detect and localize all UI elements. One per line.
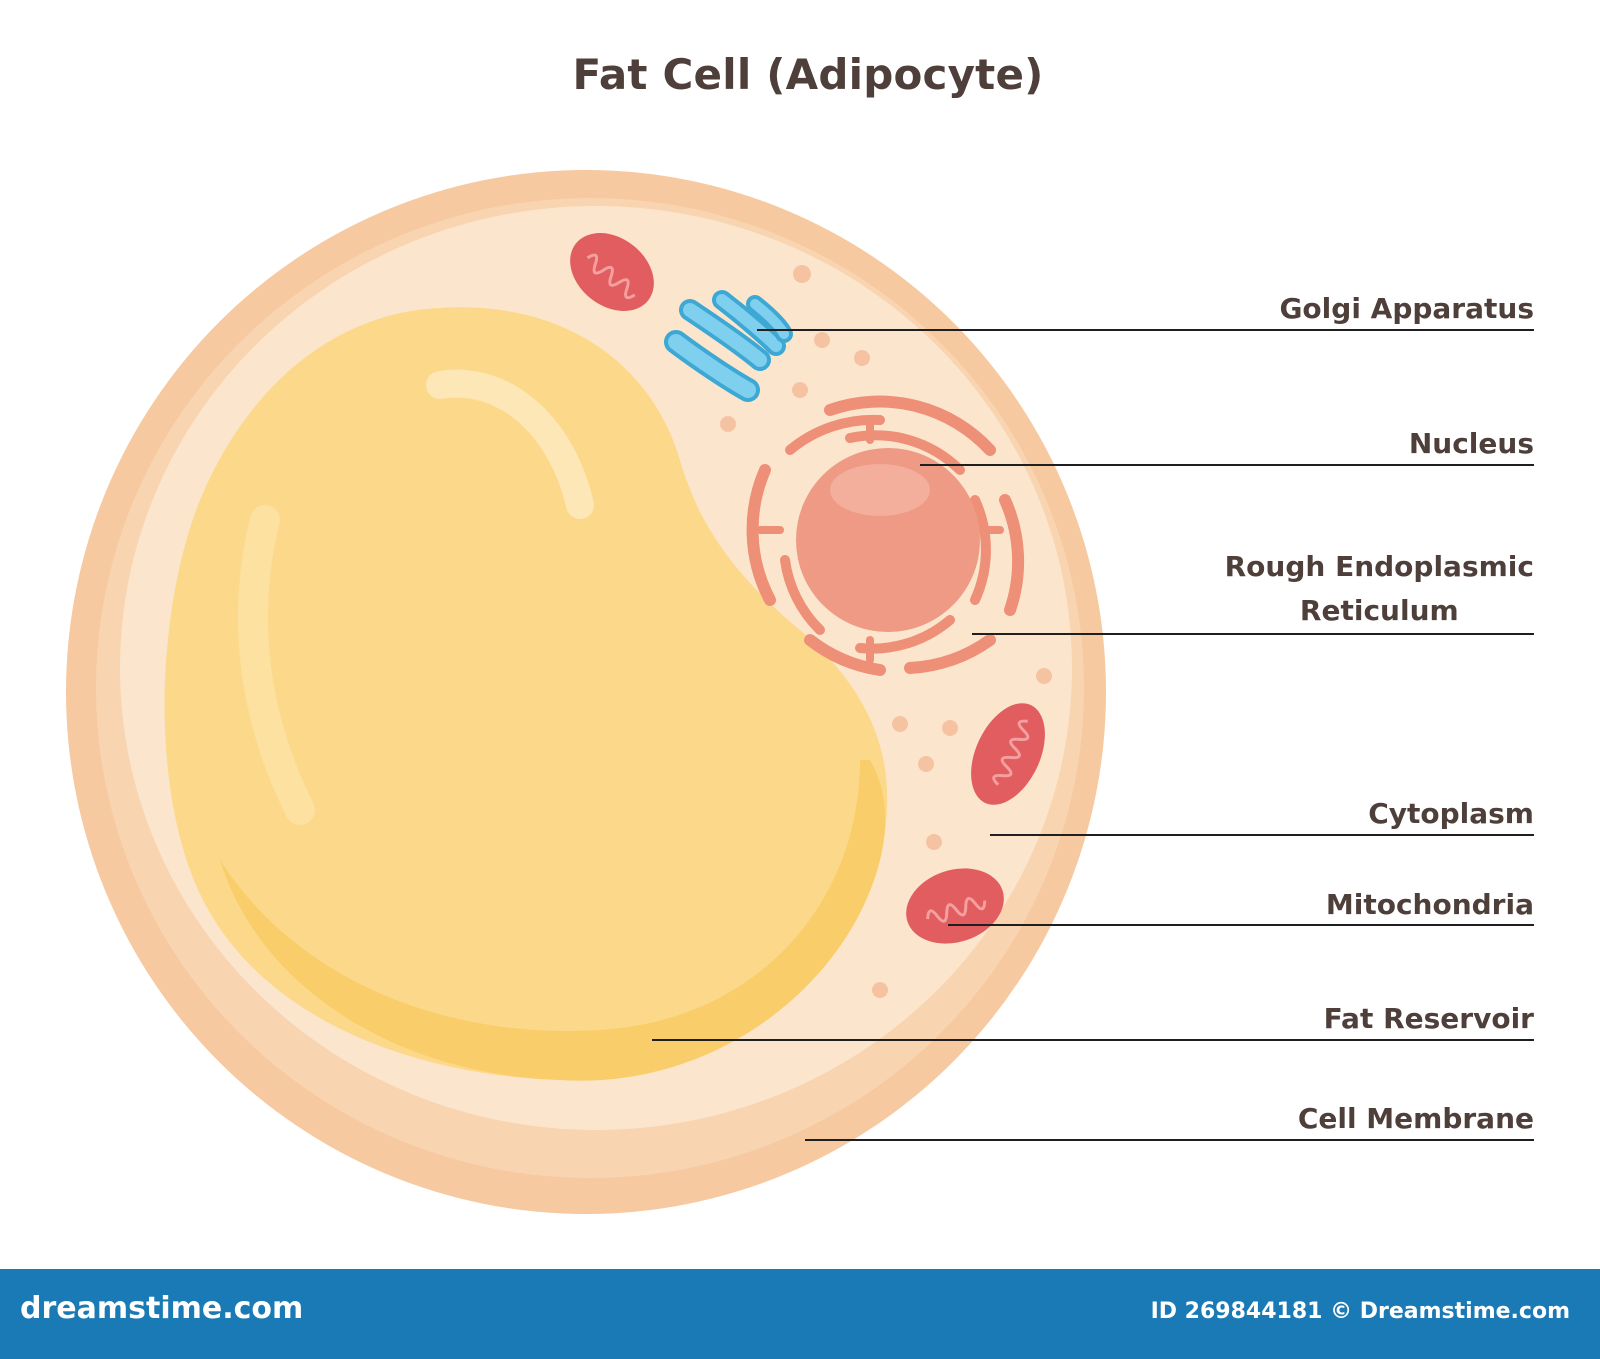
fat-reservoir-highlight-2 [237, 505, 315, 825]
label-rough-er: Rough Endoplasmic Reticulum [1225, 544, 1534, 634]
fat-reservoir-shadow [220, 760, 886, 1081]
footer-bar: dreamstime.com ID 269844181 © Dreamstime… [0, 1269, 1600, 1359]
label-mitochondria: Mitochondria [1325, 888, 1534, 921]
label-cell-membrane: Cell Membrane [1297, 1102, 1534, 1135]
footer-credit: ID 269844181 © Dreamstime.com [1150, 1299, 1570, 1324]
fat-cell-diagram [66, 170, 1534, 1214]
label-rough-er-line2: Reticulum [1299, 594, 1459, 627]
label-cytoplasm: Cytoplasm [1368, 797, 1534, 830]
nucleus-highlight [830, 464, 930, 516]
leader-lines [652, 329, 1534, 1141]
mitochondrion-middle [971, 703, 1045, 805]
cytoplasm-granules [720, 265, 1052, 998]
label-golgi-apparatus: Golgi Apparatus [1279, 292, 1534, 325]
golgi-apparatus [664, 290, 793, 402]
page-title: Fat Cell (Adipocyte) [572, 50, 1044, 99]
label-rough-er-line1: Rough Endoplasmic [1224, 550, 1534, 583]
label-fat-reservoir: Fat Reservoir [1323, 1002, 1534, 1035]
label-nucleus: Nucleus [1408, 427, 1534, 460]
fat-reservoir [164, 307, 888, 1081]
mitochondrion-top [570, 233, 654, 311]
rough-endoplasmic-reticulum [746, 395, 1025, 676]
fat-reservoir-highlight [426, 369, 594, 519]
footer-site-logo[interactable]: dreamstime.com [20, 1291, 304, 1326]
